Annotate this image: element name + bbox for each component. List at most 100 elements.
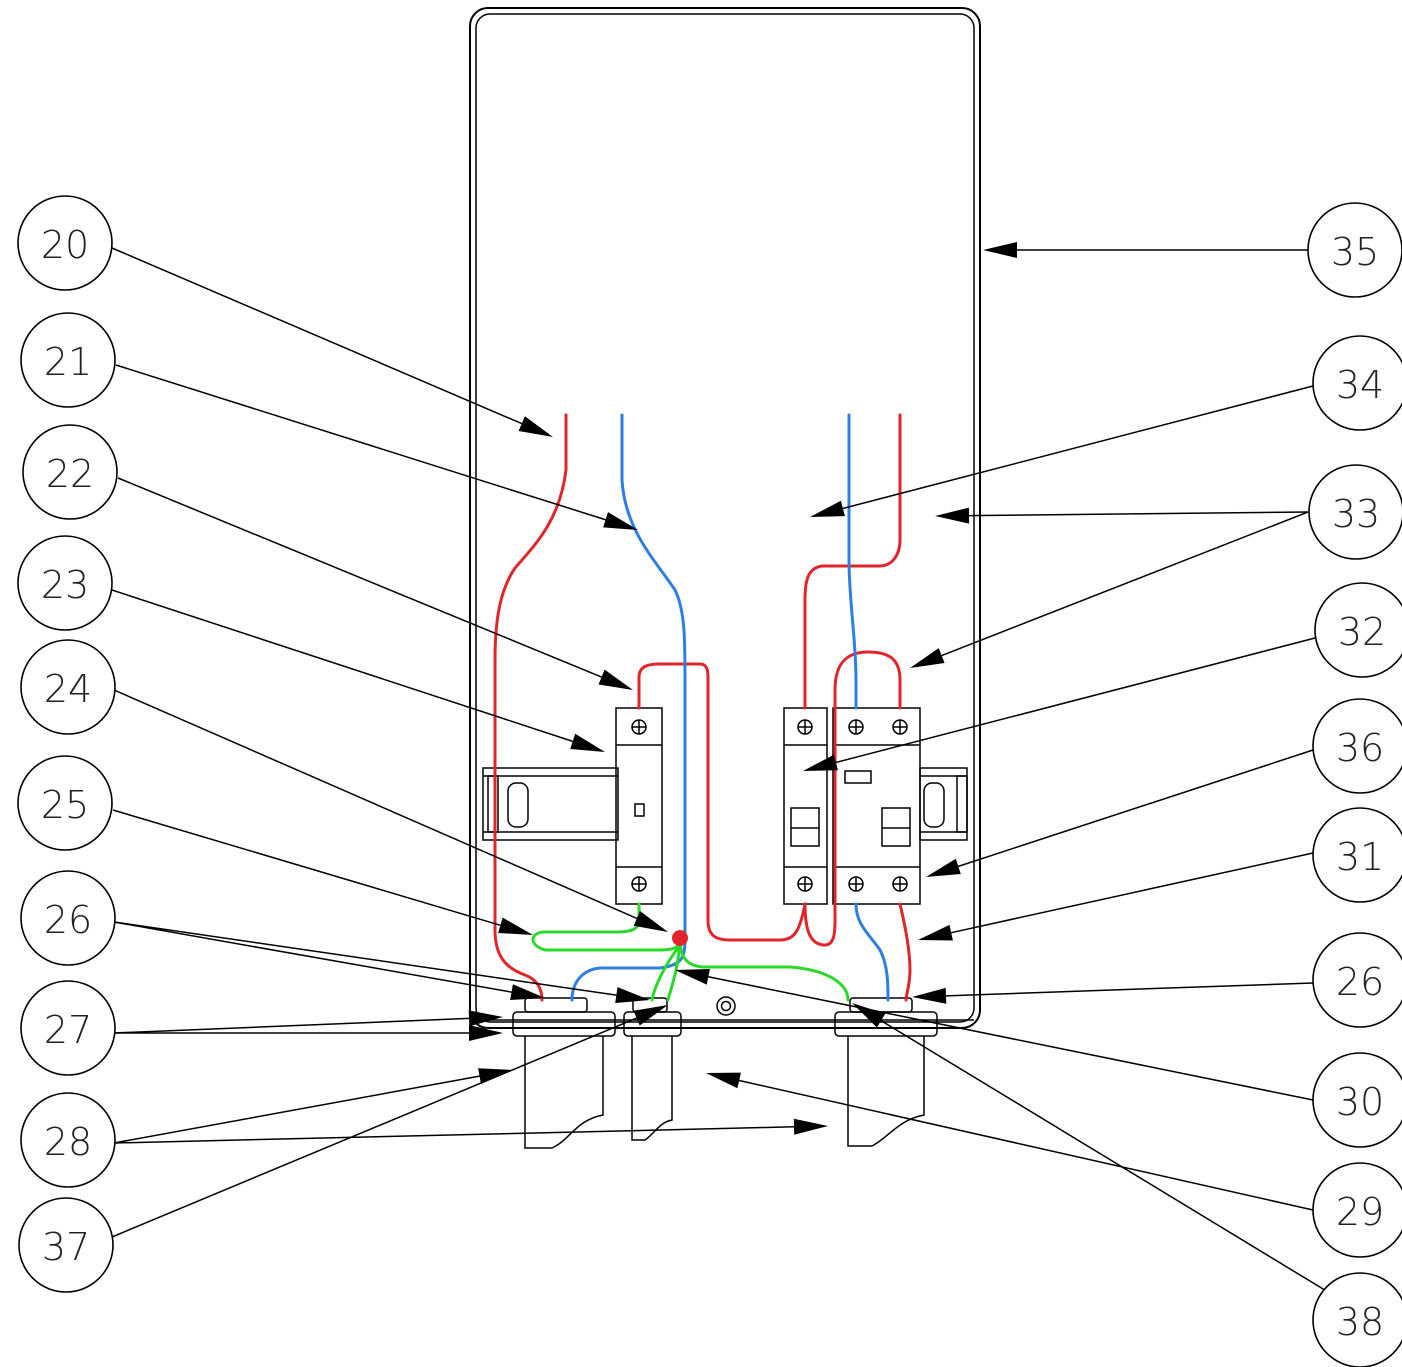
neutral-wire-out — [854, 902, 890, 1002]
arrowhead-icon — [803, 754, 838, 771]
bottom-plate — [476, 996, 974, 1021]
arrowhead-icon — [518, 416, 553, 437]
arrowhead-icon — [633, 1005, 668, 1026]
din-rail — [482, 767, 968, 841]
callout-number: 26 — [1336, 960, 1384, 1004]
callout-number: 29 — [1336, 1190, 1384, 1234]
callout-c27: 27 — [20, 980, 116, 1076]
callout-c24: 24 — [20, 639, 116, 735]
callout-number: 36 — [1336, 726, 1384, 770]
callout-c29: 29 — [1312, 1162, 1402, 1258]
leader-line — [842, 385, 1314, 510]
arrowhead-icon — [926, 858, 961, 877]
arrowhead-icon — [598, 669, 633, 690]
screw-icon — [892, 719, 908, 735]
arrowhead-icon — [510, 984, 545, 1000]
leader-line — [111, 247, 523, 425]
leader-line — [968, 511, 1309, 517]
leader-line — [113, 1126, 795, 1144]
arrowhead-icon — [615, 987, 650, 1004]
arrowhead-icon — [603, 512, 638, 530]
arrowhead-icon — [793, 1118, 828, 1135]
callout-c25: 25 — [17, 755, 113, 851]
callout-c36: 36 — [1312, 698, 1402, 794]
earth-wire-out — [678, 938, 850, 1002]
live-wire-breaker — [637, 662, 807, 942]
callout-c38: 38 — [1312, 1272, 1402, 1367]
arrowhead-icon — [918, 924, 953, 941]
arrowhead-icon — [910, 648, 945, 668]
callout-number: 26 — [44, 898, 92, 942]
arrowhead-icon — [983, 242, 1017, 258]
arrowhead-icon — [912, 987, 947, 1004]
screw-icon — [797, 719, 813, 735]
callout-c21: 21 — [20, 312, 116, 408]
callout-c33: 33 — [1308, 464, 1402, 560]
leader-line — [113, 689, 638, 920]
callout-c34: 34 — [1312, 335, 1402, 431]
earth-junction — [672, 930, 688, 946]
single-pole-breaker — [615, 707, 663, 905]
callout-c23: 23 — [17, 535, 113, 631]
rcd-device — [832, 707, 921, 905]
arrowhead-icon — [633, 911, 668, 932]
live-wire-feed — [803, 413, 902, 710]
screw-icon — [631, 876, 647, 892]
callout-c30: 30 — [1312, 1052, 1402, 1148]
callout-number: 21 — [44, 340, 92, 384]
callouts: 20 21 22 23 24 25 26 27 28 37 35 34 33 32 36 31 26 30 29 38 — [17, 195, 1402, 1367]
leader-line — [117, 477, 602, 678]
callout-c28: 28 — [20, 1092, 116, 1188]
enclosure — [469, 7, 981, 1029]
neutral-wire-rcd — [847, 413, 858, 710]
leader-line — [945, 982, 1314, 997]
leader-line — [111, 1017, 637, 1238]
arrowhead-icon — [468, 1010, 503, 1027]
callout-number: 31 — [1336, 835, 1384, 879]
screw-icon — [892, 876, 908, 892]
leader-line — [880, 1020, 1334, 1296]
callout-number: 37 — [42, 1225, 90, 1269]
earth-wire-drop — [650, 943, 682, 1002]
callout-number: 24 — [44, 667, 92, 711]
callout-number: 27 — [44, 1008, 92, 1052]
callout-c26L: 26 — [20, 870, 116, 966]
arrowhead-icon — [675, 968, 710, 985]
callout-c35: 35 — [1307, 202, 1402, 298]
live-wire-out — [898, 902, 912, 1002]
callout-number: 28 — [44, 1120, 92, 1164]
leader-line — [958, 749, 1314, 868]
leader-line — [113, 921, 617, 996]
callout-c32: 32 — [1314, 582, 1402, 678]
screw-icon — [848, 719, 864, 735]
callout-number: 35 — [1331, 230, 1379, 274]
live-wire-in — [493, 413, 568, 1002]
arrowhead-icon — [469, 1025, 503, 1041]
arrowhead-icon — [498, 917, 533, 935]
screw-icon — [797, 876, 813, 892]
callout-c37: 37 — [18, 1197, 114, 1293]
screw-icon — [631, 719, 647, 735]
arrowhead-icon — [852, 1003, 886, 1028]
callout-number: 38 — [1336, 1300, 1384, 1344]
leader-line — [112, 809, 501, 927]
wires — [493, 413, 912, 1002]
leader-line — [835, 637, 1316, 764]
callout-c22: 22 — [22, 424, 118, 520]
earth-wire-main — [531, 902, 682, 952]
leader-line — [739, 1079, 1314, 1211]
leader-line — [113, 921, 512, 993]
leader-line — [113, 1017, 470, 1034]
screw-icon — [848, 876, 864, 892]
leader-line — [111, 589, 573, 743]
callout-number: 25 — [41, 783, 89, 827]
callout-number: 23 — [41, 563, 89, 607]
callout-number: 20 — [41, 223, 89, 267]
leader-line — [941, 511, 1309, 657]
arrowhead-icon — [706, 1072, 741, 1089]
arrowhead-icon — [570, 733, 605, 752]
callout-number: 33 — [1332, 492, 1380, 536]
leader-line — [708, 976, 1314, 1101]
callout-number: 34 — [1336, 363, 1384, 407]
